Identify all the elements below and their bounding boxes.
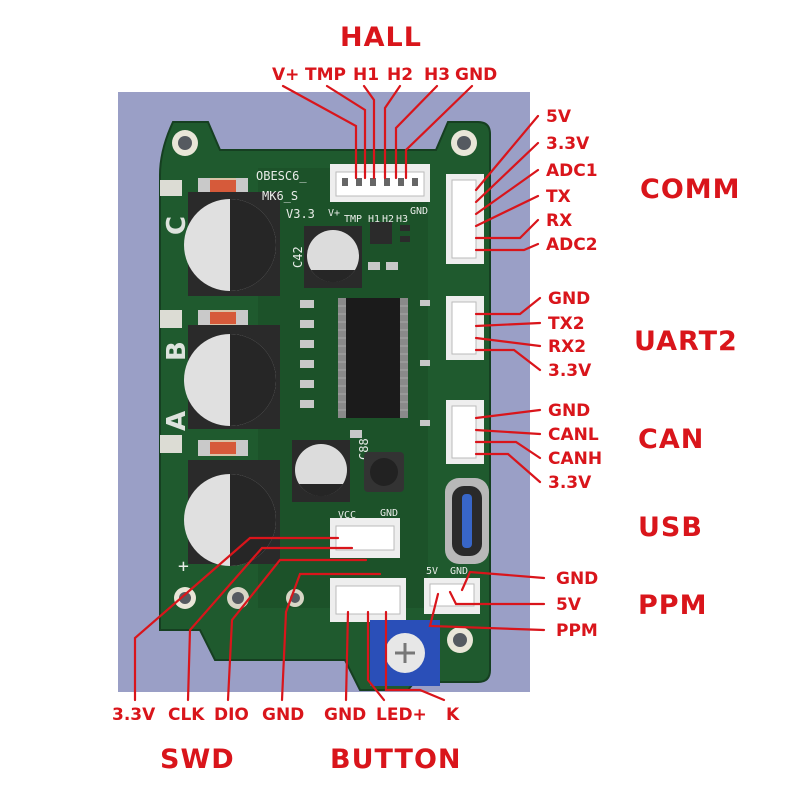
- can-pin-label: CANL: [548, 425, 599, 445]
- swd-pin-label: GND: [262, 705, 304, 725]
- button-title: BUTTON: [330, 744, 462, 775]
- can-wires: [474, 408, 542, 484]
- hall-wires: [281, 84, 474, 180]
- ppm-pin-label: GND: [556, 569, 598, 589]
- comm-title: COMM: [640, 174, 741, 205]
- phase-label-a: A: [162, 411, 192, 431]
- ppm-pin-label: PPM: [556, 621, 598, 641]
- board-name-line2: MK6_S: [262, 189, 298, 203]
- smd-components: [300, 222, 430, 438]
- comm-pin-label: RX: [546, 211, 572, 231]
- comm-pin-label: 5V: [546, 107, 572, 127]
- silk-swd-pin-0: VCC: [338, 510, 356, 521]
- hall-pin-label: V+: [272, 65, 299, 85]
- uart2-title: UART2: [634, 326, 738, 357]
- bulk-capacitor-2: [184, 325, 280, 429]
- uart2-pin-label: GND: [548, 289, 590, 309]
- can-title: CAN: [638, 424, 704, 455]
- phase-label-c: C: [162, 216, 192, 235]
- capacitor-plus-mark: +: [178, 556, 189, 577]
- potentiometer: [370, 620, 440, 686]
- capacitor-silk-label: C42: [291, 246, 305, 268]
- ppm-wires: [428, 570, 546, 632]
- small-capacitor-1: [304, 226, 362, 288]
- hall-title: HALL: [340, 22, 422, 53]
- hall-pin-label: H1: [353, 65, 379, 85]
- button-wires: [344, 610, 446, 702]
- silk-hall-pin-1: TMP: [344, 214, 362, 225]
- bulk-capacitor-1: [184, 192, 280, 296]
- button-pin-label: K: [446, 705, 460, 725]
- swd-connector: [330, 518, 400, 558]
- swd-pin-label: 3.3V: [112, 705, 156, 725]
- silk-ppm-pin-1: 5V: [426, 566, 438, 577]
- hall-pin-label: GND: [455, 65, 497, 85]
- mount-hole-top-left-drill: [178, 136, 192, 150]
- phase-pad-a: [160, 435, 182, 453]
- can-pin-label: 3.3V: [548, 473, 592, 493]
- uart2-pin-label: TX2: [548, 314, 585, 334]
- ppm-pin-label: 5V: [556, 595, 582, 615]
- swd-pin-label: CLK: [168, 705, 205, 725]
- swd-title: SWD: [160, 744, 235, 775]
- uart2-wires: [474, 296, 542, 372]
- inductor: [364, 452, 404, 492]
- swd-pin-label: DIO: [214, 705, 249, 725]
- button-pin-label: LED+: [376, 705, 427, 725]
- comm-pin-label: TX: [546, 187, 571, 207]
- bulk-capacitor-3: [184, 460, 280, 566]
- comm-pin-label: ADC2: [546, 235, 598, 255]
- shunt-resistor-3: [198, 440, 248, 456]
- comm-pin-label: 3.3V: [546, 134, 590, 154]
- board-version: V3.3: [286, 207, 315, 221]
- usb-title: USB: [638, 512, 703, 543]
- hall-pin-label: H3: [424, 65, 450, 85]
- silk-hall-pin-5: GND: [410, 206, 428, 217]
- silk-hall-pin-2: H1: [368, 214, 380, 225]
- can-pin-label: CANH: [548, 449, 602, 469]
- hall-pin-label: H2: [387, 65, 413, 85]
- hall-pin-label: TMP: [305, 65, 346, 85]
- shunt-resistor-1: [198, 178, 248, 194]
- button-pin-label: GND: [324, 705, 366, 725]
- phase-pad-c: [160, 180, 182, 196]
- comm-wires: [474, 114, 540, 252]
- phase-label-b: B: [162, 341, 192, 361]
- small-capacitor-2: [292, 440, 350, 502]
- hall-connector: [330, 164, 430, 202]
- comm-pin-label: ADC1: [546, 161, 598, 181]
- mount-hole-top-right-drill: [457, 136, 471, 150]
- phase-pad-b: [160, 310, 182, 328]
- shunt-resistor-2: [198, 310, 248, 326]
- mount-hole-bottom-left-drill: [179, 592, 191, 604]
- silk-hall-pin-4: H3: [396, 214, 408, 225]
- silk-swd-pins: VCC GND: [338, 508, 398, 521]
- silk-swd-pin-3: GND: [380, 508, 398, 519]
- usb-c-connector: [445, 478, 489, 564]
- swd-wires: [133, 536, 382, 702]
- uart2-pin-label: RX2: [548, 337, 586, 357]
- mount-hole-bottom-right-drill: [453, 633, 467, 647]
- can-pin-label: GND: [548, 401, 590, 421]
- silk-hall-pin-0: V+: [328, 208, 340, 219]
- power-pad-1-drill: [232, 592, 244, 604]
- silk-ppm-pins: GND 5V: [426, 566, 468, 577]
- mcu-chip: [338, 298, 408, 418]
- silk-ppm-pin-0: GND: [450, 566, 468, 577]
- board-name-line1: OBESC6_: [256, 169, 307, 183]
- silk-hall-pins: V+ TMP H1 H2 H3 GND: [328, 206, 428, 225]
- uart2-pin-label: 3.3V: [548, 361, 592, 381]
- silk-hall-pin-3: H2: [382, 214, 394, 225]
- ppm-title: PPM: [638, 590, 707, 621]
